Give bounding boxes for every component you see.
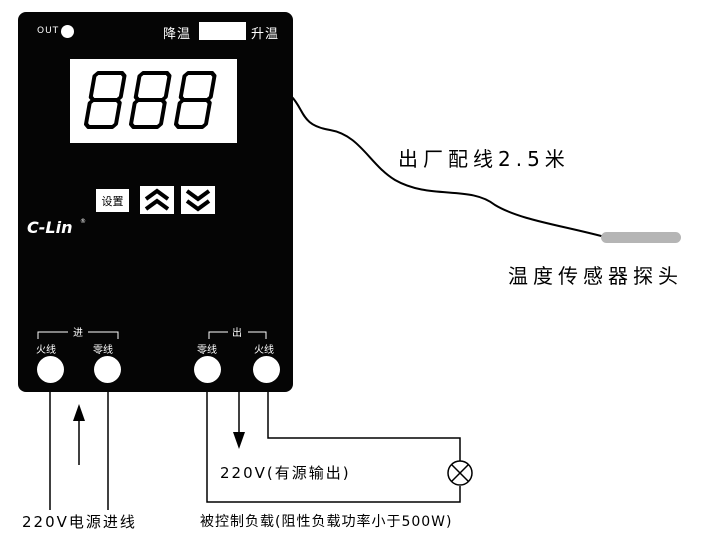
power-input-label: 220V电源进线 bbox=[22, 513, 137, 531]
decrease-button[interactable] bbox=[181, 186, 215, 214]
input-live-label: 火线 bbox=[36, 345, 56, 356]
sensor-cable bbox=[290, 95, 606, 238]
increase-button[interactable] bbox=[140, 186, 174, 214]
input-arrow-head bbox=[73, 404, 85, 421]
output-live-label: 火线 bbox=[254, 345, 274, 356]
terminal-group-brackets bbox=[37, 331, 267, 339]
seven-segment-digits bbox=[83, 71, 217, 129]
output-live-terminal bbox=[253, 356, 280, 383]
brand-logo: C-Lin bbox=[27, 218, 73, 237]
cooling-label: 降温 bbox=[163, 27, 192, 42]
output-neutral-terminal bbox=[194, 356, 221, 383]
heating-label: 升温 bbox=[251, 27, 280, 42]
registered-mark: ® bbox=[80, 218, 86, 225]
output-wire-neutral bbox=[206, 385, 461, 503]
input-live-terminal bbox=[37, 356, 64, 383]
sensor-probe-label: 温度传感器探头 bbox=[508, 264, 683, 288]
output-voltage-label: 220V(有源输出) bbox=[220, 464, 351, 482]
output-neutral-label: 零线 bbox=[197, 345, 217, 356]
output-group-label: 出 bbox=[232, 328, 242, 339]
double-chevron-up-icon bbox=[144, 188, 170, 211]
out-indicator-led bbox=[61, 25, 74, 38]
input-neutral-label: 零线 bbox=[93, 345, 113, 356]
cable-length-label: 出厂配线2.5米 bbox=[398, 147, 570, 171]
set-button[interactable]: 设置 bbox=[96, 189, 129, 212]
sensor-probe bbox=[601, 232, 681, 243]
output-arrow-head bbox=[233, 432, 245, 449]
input-neutral-terminal bbox=[94, 356, 121, 383]
double-chevron-down-icon bbox=[185, 189, 211, 212]
output-wire-live bbox=[267, 385, 461, 461]
input-group-label: 进 bbox=[73, 328, 83, 339]
led-display bbox=[70, 59, 237, 143]
load-lamp-icon bbox=[447, 460, 473, 486]
mode-switch[interactable] bbox=[199, 22, 246, 40]
out-indicator-label: OUT bbox=[37, 26, 60, 36]
load-label: 被控制负载(阻性负载功率小于500W) bbox=[200, 514, 453, 530]
